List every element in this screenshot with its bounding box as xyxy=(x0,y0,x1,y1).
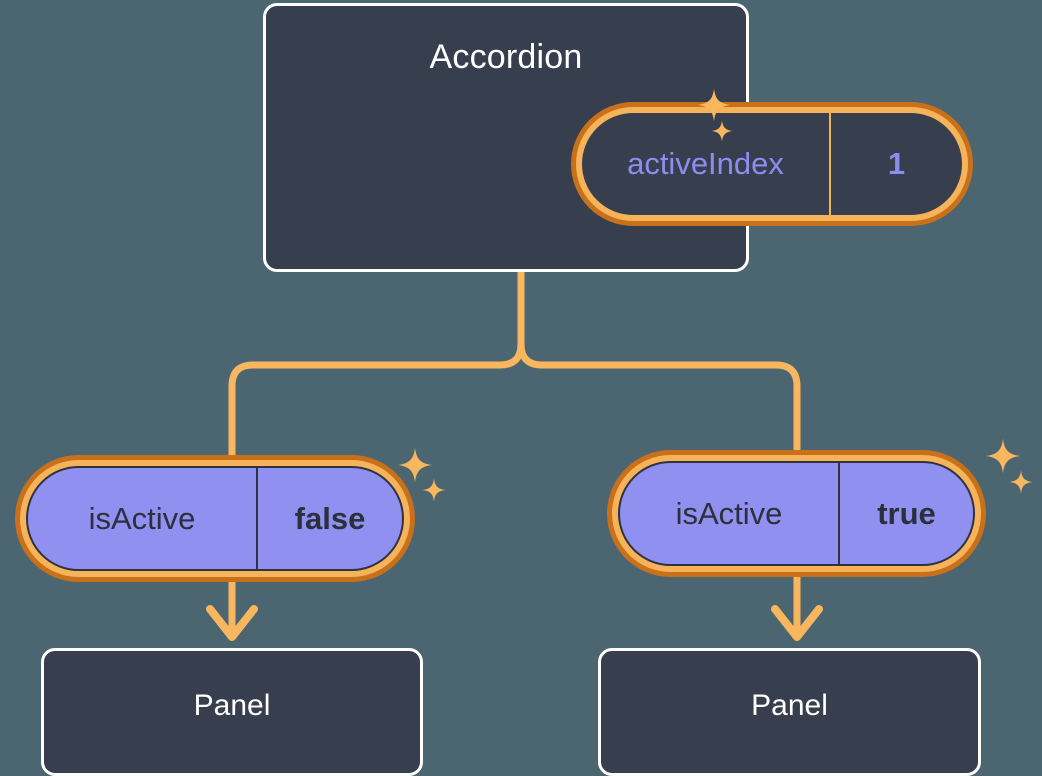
connector-to-left-branch xyxy=(228,268,525,466)
pill-inner-ring: activeIndex 1 xyxy=(576,107,968,221)
pill-inner-ring: isActive false xyxy=(20,460,410,577)
sparkle-small-icon xyxy=(422,478,446,502)
arrow-right-head xyxy=(771,605,823,641)
state-pill-is-active-right[interactable]: isActive true xyxy=(607,450,986,577)
state-value-label: false xyxy=(294,500,366,536)
panel-title: Panel xyxy=(751,689,828,722)
state-pill-active-index[interactable]: activeIndex 1 xyxy=(571,102,973,226)
pill-face: activeIndex 1 xyxy=(582,113,962,215)
sparkle-large-icon xyxy=(397,447,433,483)
panel-title: Panel xyxy=(193,689,271,722)
state-key-label: isActive xyxy=(620,463,840,564)
connector-to-right-branch xyxy=(517,268,801,466)
panel-card-left[interactable]: Panel xyxy=(41,648,423,776)
arrow-left-head xyxy=(206,605,258,641)
state-key-label: isActive xyxy=(28,468,258,569)
state-value-label: 1 xyxy=(887,146,906,181)
sparkle-small-icon xyxy=(1009,470,1033,494)
pill-face: isActive false xyxy=(26,466,404,571)
accordion-component-card[interactable]: Accordion activeIndex 1 xyxy=(263,3,973,272)
state-key-label: activeIndex xyxy=(582,113,831,215)
pill-face: isActive true xyxy=(618,461,975,566)
accordion-title: Accordion xyxy=(429,38,583,76)
sparkle-large-icon xyxy=(985,438,1021,474)
panel-card-right[interactable]: Panel xyxy=(598,648,981,776)
state-pill-is-active-left[interactable]: isActive false xyxy=(15,455,415,582)
pill-inner-ring: isActive true xyxy=(612,455,981,572)
state-value-label: true xyxy=(877,495,936,531)
